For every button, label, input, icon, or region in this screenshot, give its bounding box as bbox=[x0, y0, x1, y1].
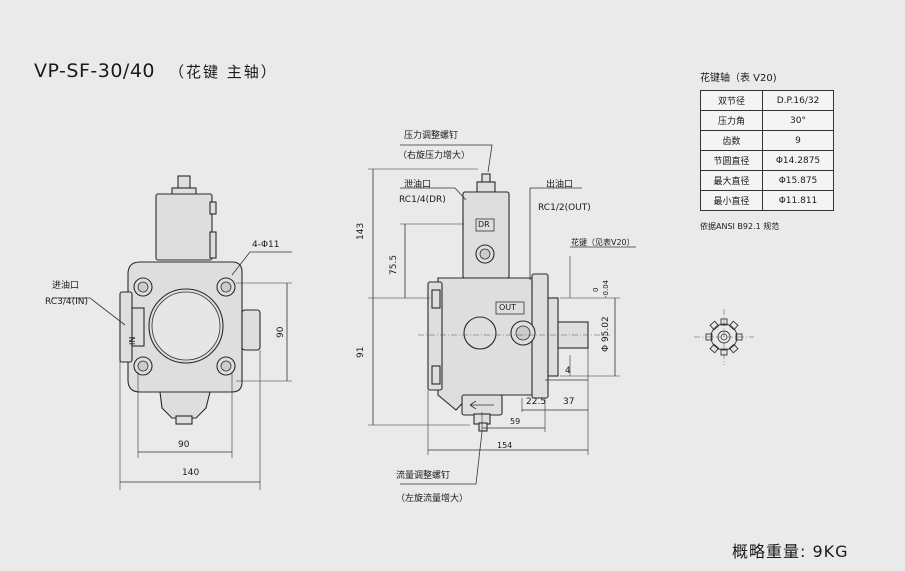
inlet-size-label: RC3/4(IN) bbox=[45, 297, 88, 307]
front-bottom-screw bbox=[175, 415, 193, 425]
spline-symbol bbox=[694, 309, 754, 365]
side-pilot bbox=[547, 297, 559, 377]
dim-59: 59 bbox=[510, 417, 521, 426]
dim-tol-lower: -0.04 bbox=[602, 279, 610, 298]
dim-75-5: 75.5 bbox=[389, 254, 399, 275]
spline-key: 最小直径 bbox=[700, 190, 763, 211]
drain-label: 泄油口 bbox=[404, 180, 432, 190]
pressure-screw-note: （右旋压力增大） bbox=[398, 151, 471, 161]
front-upper-lug2 bbox=[209, 231, 217, 259]
in-mark: IN bbox=[128, 336, 137, 345]
dim-4: 4 bbox=[565, 366, 571, 376]
front-bottom-housing bbox=[159, 391, 211, 419]
spline-value: D.P.16/32 bbox=[762, 90, 834, 111]
side-in-port bbox=[463, 316, 497, 350]
out-mark: OUT bbox=[499, 303, 517, 312]
outlet-label: 出油口 bbox=[546, 180, 574, 190]
dr-mark: DR bbox=[478, 220, 490, 229]
spline-standard-note: 依据ANSI B92.1 规范 bbox=[700, 222, 780, 231]
side-top-nut bbox=[476, 181, 496, 193]
spline-value: Φ14.2875 bbox=[762, 150, 834, 171]
side-rear-bolt2 bbox=[431, 365, 441, 385]
spline-key: 齿数 bbox=[700, 130, 763, 151]
spline-value: Φ11.811 bbox=[762, 190, 834, 211]
dim-22-5: 22.5 bbox=[526, 397, 547, 407]
spline-ref-label: 花键（见表V20） bbox=[571, 238, 635, 247]
dim-154: 154 bbox=[497, 441, 513, 450]
approx-weight: 概略重量: 9KG bbox=[732, 542, 849, 561]
side-flow-screw bbox=[478, 422, 488, 432]
spline-key: 压力角 bbox=[700, 110, 763, 131]
spline-value: 9 bbox=[762, 130, 834, 151]
inlet-label: 进油口 bbox=[52, 281, 80, 291]
spline-key: 双节径 bbox=[700, 90, 763, 111]
side-rear-cover bbox=[427, 281, 443, 391]
front-view bbox=[52, 175, 292, 490]
side-rear-bolt1 bbox=[431, 289, 441, 309]
pressure-screw-label: 压力调整螺钉 bbox=[404, 131, 459, 141]
drain-size-label: RC1/4(DR) bbox=[399, 195, 446, 205]
side-view bbox=[368, 144, 636, 485]
drawing-title: VP-SF-30/40 （花键 主轴） bbox=[34, 60, 278, 82]
dim-90-bottom: 90 bbox=[178, 440, 190, 450]
front-in-port bbox=[131, 307, 145, 347]
spline-value: 30° bbox=[762, 110, 834, 131]
spline-value: Φ15.875 bbox=[762, 170, 834, 191]
front-upper-housing bbox=[155, 193, 213, 261]
model-name: VP-SF-30/40 bbox=[34, 60, 155, 82]
side-dr-plate bbox=[475, 218, 495, 232]
spline-key: 节圆直径 bbox=[700, 150, 763, 171]
spline-key: 最大直径 bbox=[700, 170, 763, 191]
dim-37: 37 bbox=[563, 397, 575, 407]
flow-screw-note: （左旋流量增大） bbox=[396, 494, 469, 504]
spline-table-title: 花键轴（表 V20) bbox=[700, 73, 777, 84]
flow-screw-label: 流量调整螺钉 bbox=[396, 471, 451, 481]
front-bore-inner bbox=[151, 291, 221, 361]
front-upper-lug bbox=[209, 201, 217, 215]
dim-91: 91 bbox=[356, 346, 366, 358]
front-bolt-holes bbox=[133, 277, 236, 376]
dim-140: 140 bbox=[182, 468, 200, 478]
dim-tol-upper: 0 bbox=[592, 287, 600, 292]
holes-label: 4-Φ11 bbox=[252, 240, 280, 250]
model-subtitle: （花键 主轴） bbox=[169, 63, 278, 81]
dim-90-side: 90 bbox=[276, 326, 286, 338]
side-tower bbox=[462, 191, 510, 279]
dim-143: 143 bbox=[356, 222, 366, 240]
front-left-boss bbox=[119, 291, 133, 363]
dim-shaft-dia: Φ 95.02 bbox=[601, 316, 611, 352]
side-out-plate bbox=[495, 301, 525, 315]
front-right-boss bbox=[241, 309, 261, 351]
outlet-size-label: RC1/2(OUT) bbox=[538, 203, 591, 213]
